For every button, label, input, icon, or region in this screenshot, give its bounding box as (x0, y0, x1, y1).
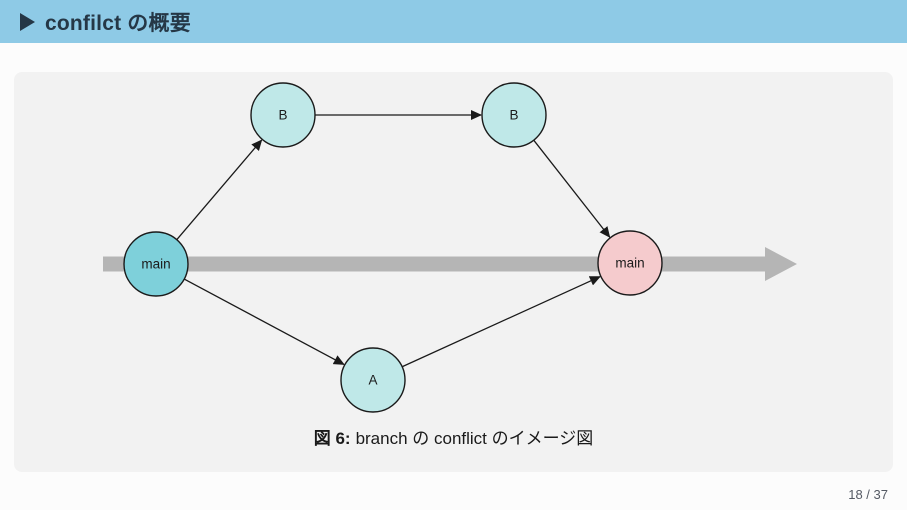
node-branch-b-2: B (481, 82, 547, 148)
figure-caption: 図 6:branch の conflict のイメージ図 (14, 424, 893, 449)
node-label-main-left: main (141, 257, 170, 272)
node-main-right: main (597, 230, 663, 296)
node-main-left: main (123, 231, 189, 297)
slide-header: confilct の概要 (0, 0, 907, 43)
node-branch-a: A (340, 347, 406, 413)
page-number: 18 / 37 (848, 487, 888, 502)
node-label-branch-b-1: B (278, 108, 287, 123)
edge-main-left-to-branch-b-1 (176, 139, 263, 241)
edge-branch-a-to-main-right (401, 276, 601, 368)
caption-text: branch の conflict のイメージ図 (355, 429, 594, 448)
main-timeline-arrow (103, 247, 797, 281)
node-label-branch-a: A (368, 373, 377, 388)
edge-main-left-to-branch-a (183, 278, 345, 366)
node-label-branch-b-2: B (509, 108, 518, 123)
node-branch-b-1: B (250, 82, 316, 148)
edge-branch-b-2-to-main-right (533, 139, 611, 238)
caption-number: 図 6: (313, 429, 351, 448)
node-label-main-right: main (615, 256, 644, 271)
slide-title: confilct の概要 (45, 11, 191, 35)
play-triangle-icon (20, 13, 35, 31)
